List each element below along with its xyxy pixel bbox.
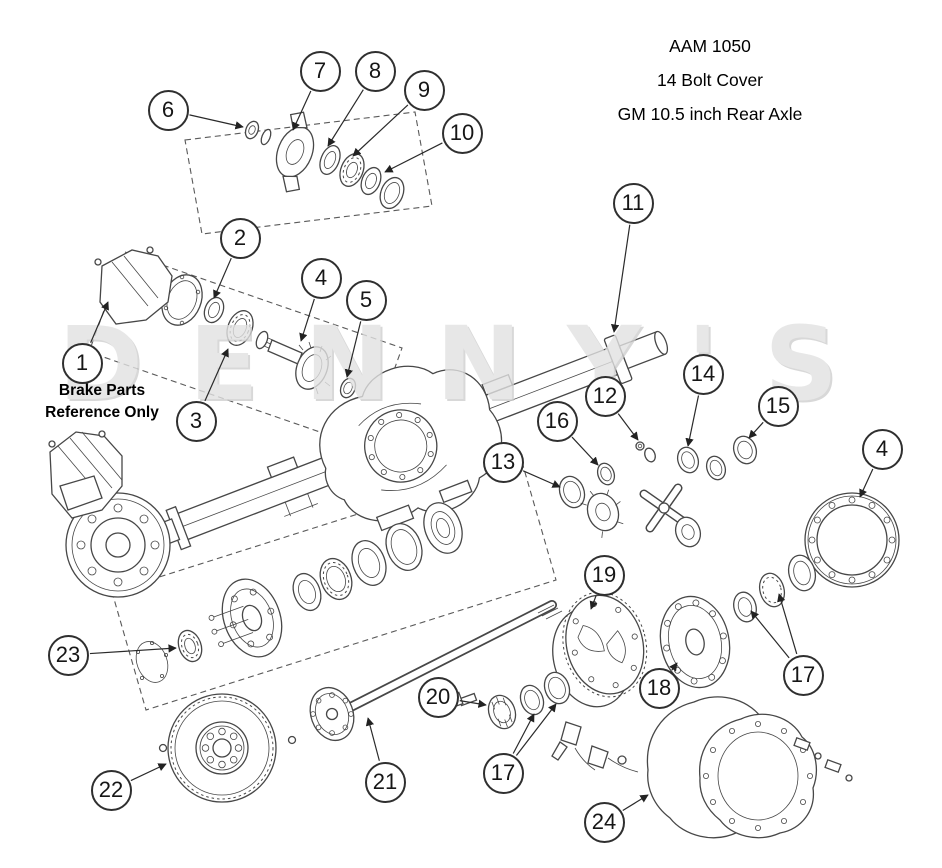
- brake-backing-plate: [65, 492, 171, 598]
- brake-caliper-upper: [94, 246, 173, 325]
- brake-note-line-1: Brake Parts: [58, 382, 146, 399]
- pinion-yoke: [275, 111, 315, 193]
- brake-note-line-2: Reference Only: [45, 404, 159, 422]
- title-block: AAM 1050 14 Bolt Cover GM 10.5 inch Rear…: [552, 36, 868, 138]
- title-line-3: GM 10.5 inch Rear Axle: [617, 104, 803, 124]
- spider-cross: [639, 483, 689, 533]
- diff-cover-pair: [646, 696, 853, 839]
- parking-brake-hardware: [551, 721, 639, 773]
- carrier-flange-and-bearings: [659, 554, 817, 689]
- side-gear-b: [674, 516, 702, 548]
- pinion-seal-bearing-group: [244, 111, 405, 210]
- hub-bearing-group: [135, 502, 463, 683]
- brake-caliper-lower: [48, 430, 123, 519]
- housing-bolt-dots: [367, 412, 434, 480]
- lower-pinion-bearings: [452, 671, 571, 730]
- brake-rotor: [158, 693, 277, 803]
- spider-gear-kit: [558, 435, 758, 548]
- title-line-1: AAM 1050: [669, 36, 751, 56]
- brake-reference-note: Brake Parts Reference Only: [26, 380, 178, 425]
- ring-gear: [804, 492, 900, 588]
- title-line-2: 14 Bolt Cover: [656, 70, 764, 90]
- wheel-hub: [208, 578, 283, 658]
- pinion-cartridge-group: [161, 274, 357, 399]
- axle-shaft: [287, 600, 563, 745]
- side-gear-a: [580, 489, 624, 539]
- pinion-gear: [263, 337, 332, 395]
